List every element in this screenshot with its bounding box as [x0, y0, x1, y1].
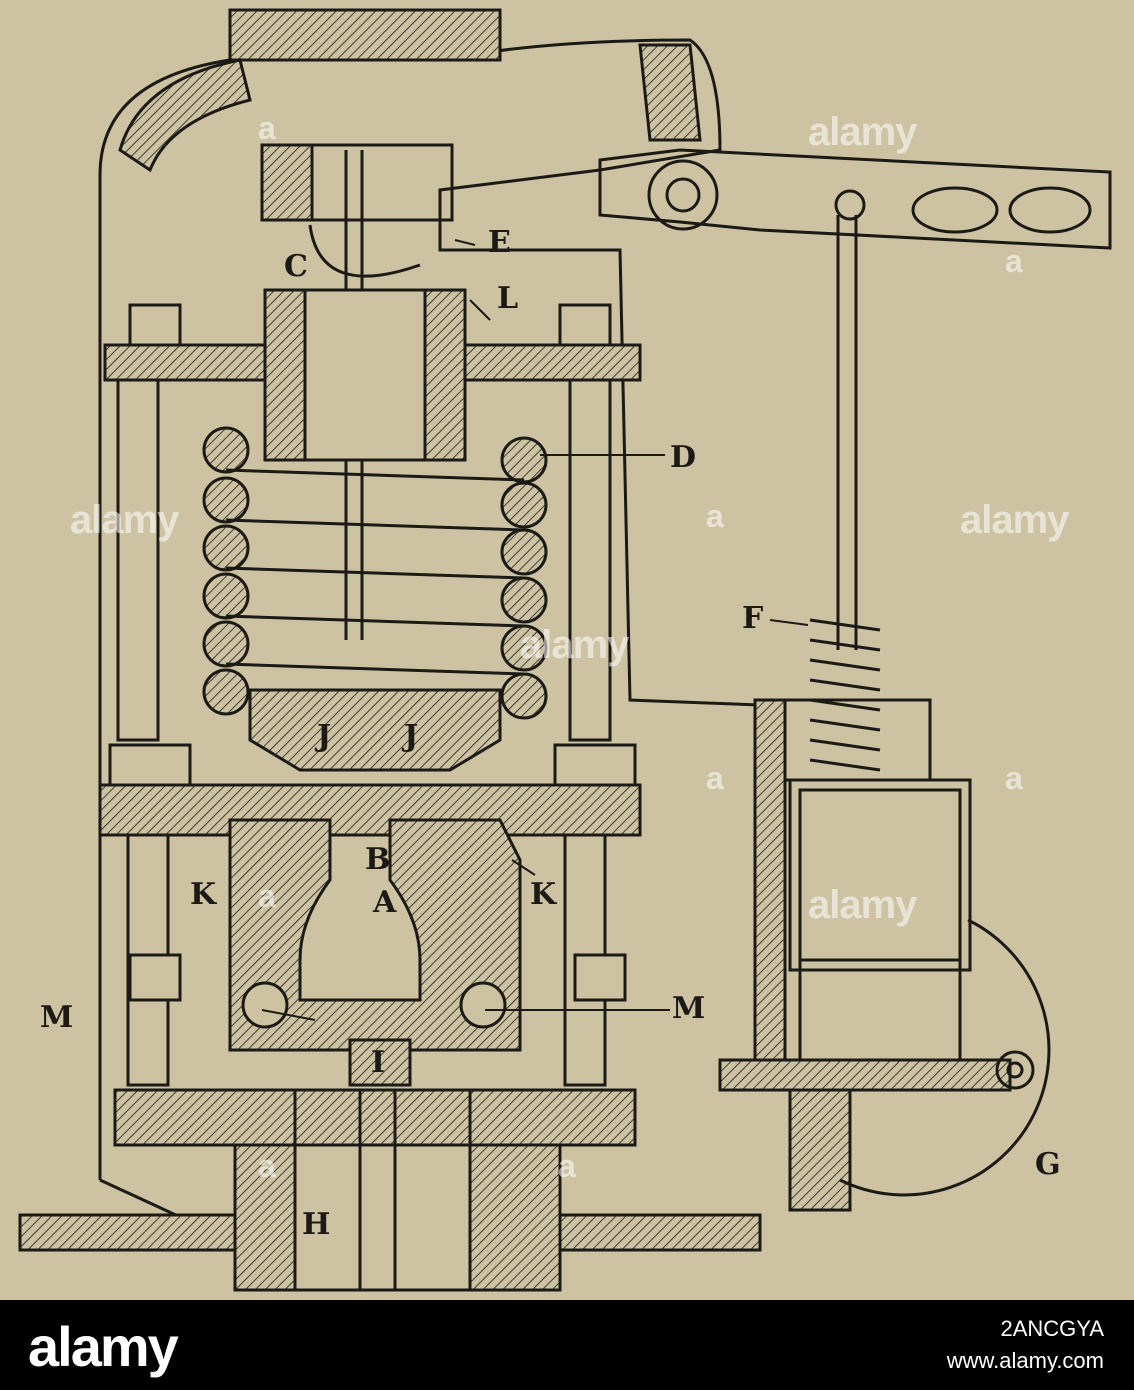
spring-coils — [202, 426, 548, 720]
mechanism-box — [788, 778, 972, 972]
label-E: E — [488, 225, 511, 260]
label-K-left: K — [190, 877, 217, 912]
lever-slot-1 — [911, 186, 999, 234]
spring-seat — [248, 688, 502, 772]
lever-arm — [598, 148, 1112, 250]
footer-site-url: www.alamy.com — [946, 1348, 1104, 1373]
footer-brand-logo: alamy — [28, 1315, 179, 1378]
wheel-outline — [839, 918, 1051, 1197]
label-I: I — [371, 1045, 386, 1080]
watermark-1: alamy — [808, 110, 917, 154]
label-K-right: K — [530, 877, 557, 912]
label-A: A — [373, 885, 397, 920]
watermark-glyph-4: a — [706, 498, 724, 534]
watermark-glyph-7: a — [258, 1148, 276, 1184]
label-D: D — [670, 440, 697, 475]
spring-rod — [836, 215, 858, 650]
footer-image-id: 2ANCGYA — [1000, 1316, 1104, 1341]
watermark-glyph-3: a — [1005, 243, 1023, 279]
watermark-glyph-1: a — [258, 110, 276, 146]
label-F: F — [742, 601, 764, 636]
valve-cross-section — [18, 8, 1112, 1292]
frame-outline — [98, 38, 761, 1180]
right-column — [568, 378, 612, 742]
valve-body — [228, 818, 522, 1052]
watermark-2: alamy — [70, 498, 179, 542]
footer-bar: alamy 2ANCGYA www.alamy.com — [0, 1300, 1134, 1390]
watermark-glyph-5: a — [706, 760, 724, 796]
lever-slot-2 — [1008, 186, 1092, 234]
label-J-right: J — [404, 719, 419, 754]
middle-plate — [98, 783, 642, 837]
lever-pivot — [647, 159, 719, 231]
watermark-4: alamy — [520, 623, 629, 667]
label-J-left: J — [317, 719, 332, 754]
label-L: L — [497, 281, 519, 316]
label-H: H — [302, 1207, 331, 1242]
watermark-glyph-2: a — [258, 878, 276, 914]
label-G: G — [1035, 1147, 1061, 1182]
label-M-right: M — [672, 991, 706, 1026]
watermark-glyph-8: a — [558, 1148, 576, 1184]
label-M-left: M — [40, 1000, 74, 1035]
left-column — [116, 378, 160, 742]
watermark-3: alamy — [960, 498, 1069, 542]
watermark-5: alamy — [808, 883, 917, 927]
small-spring-coils — [809, 618, 881, 772]
watermark-glyph-6: a — [1005, 760, 1023, 796]
label-B: B — [365, 842, 391, 877]
engineering-drawing: E C L D F J J B A K K M M I G H alamy al… — [0, 0, 1134, 1300]
label-C: C — [284, 249, 308, 284]
housing-wall — [753, 698, 787, 1062]
base-plate — [113, 1088, 637, 1147]
top-cap — [228, 8, 502, 62]
